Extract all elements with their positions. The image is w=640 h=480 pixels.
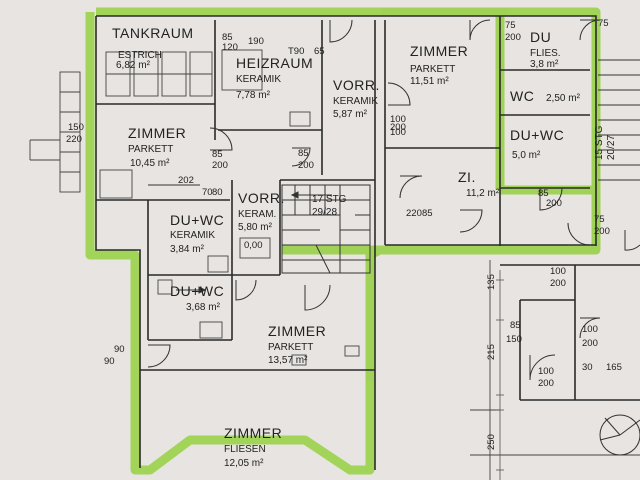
room-name: TANKRAUM (112, 25, 194, 41)
room-name: DU+WC (170, 283, 224, 299)
room-area: 6,82 m² (116, 60, 151, 71)
room-name: ZIMMER (268, 323, 326, 339)
room-area: 13,57 m² (268, 355, 308, 366)
room-name: WC (510, 88, 534, 104)
dim-label: 100 (390, 127, 406, 138)
dim-label: 200 (298, 160, 314, 171)
room-name: HEIZRAUM (236, 55, 313, 71)
dim-label: 0,00 (244, 240, 263, 251)
room-name: DU+WC (170, 212, 224, 228)
room-area: 5,0 m² (512, 150, 541, 161)
room-floor: PARKETT (410, 64, 455, 75)
dim-label: 200 (212, 160, 228, 171)
dim-label: 75 (594, 214, 605, 225)
dimension-labels: 85 120 190 T90 65 75 200 75 100 150 220 … (66, 18, 622, 450)
dim-label: 200 (550, 278, 566, 289)
room-floor: KERAMIK (170, 230, 215, 241)
room-area: 2,50 m² (546, 93, 581, 104)
stair-steps: 15 STG (594, 125, 605, 160)
dim-label: 165 (606, 362, 622, 373)
stair-ratio: 29/28 (312, 207, 337, 218)
room-name: VORR. (333, 77, 380, 93)
dim-label: 150 (68, 122, 84, 133)
room-area: 10,45 m² (130, 158, 170, 169)
main-staircase (281, 184, 371, 274)
room-floor: KERAMIK (333, 96, 378, 107)
dim-label: 75 (598, 18, 609, 29)
dim-label: 220 (66, 134, 82, 145)
dim-label: 85 (222, 32, 233, 43)
wall-lines (95, 15, 640, 470)
direction-arrows (148, 184, 332, 294)
fixture-lines (29, 49, 640, 480)
room-area: 5,87 m² (333, 109, 368, 120)
room-name: DU (530, 29, 551, 45)
room-floor: KERAMIK (236, 74, 281, 85)
room-labels: TANKRAUM ESTRICH 6,82 m² HEIZRAUM KERAMI… (112, 25, 581, 469)
dim-label: 200 (505, 32, 521, 43)
dim-label: 150 (506, 334, 522, 345)
dim-label: 202 (178, 175, 194, 186)
dim-label: 100 (390, 114, 406, 125)
room-floor: KERAM. (238, 209, 276, 220)
dim-label: 200 (546, 198, 562, 209)
dim-label: 190 (248, 36, 264, 47)
dim-label: 85 (298, 148, 309, 159)
dim-label: 215 (486, 344, 497, 360)
dim-label: 250 (486, 434, 497, 450)
stair-labels: 17 STG 29/28 15 STG 20/27 (312, 125, 617, 218)
dim-label: 220 (406, 208, 422, 219)
room-name: ZI. (458, 169, 476, 185)
dim-label: 135 (486, 274, 497, 290)
room-name: VORR. (238, 190, 285, 206)
room-area: 7,78 m² (236, 90, 271, 101)
dim-label: 90 (114, 344, 125, 355)
room-name: ZIMMER (128, 125, 186, 141)
stair-steps: 17 STG (312, 194, 347, 205)
room-name: DU+WC (510, 127, 564, 143)
room-area: 5,80 m² (238, 222, 273, 233)
dim-label: 200 (594, 226, 610, 237)
dim-label: T90 (288, 46, 304, 57)
room-floor: PARKETT (268, 342, 313, 353)
dim-label: 75 (505, 20, 516, 31)
room-area: 3,8 m² (530, 59, 559, 70)
dim-label: 85 (422, 208, 433, 219)
dimension-lines (496, 270, 504, 480)
stair-ratio: 20/27 (606, 135, 617, 160)
dim-label: 85 (538, 188, 549, 199)
room-name: ZIMMER (224, 425, 282, 441)
dim-label: 200 (538, 378, 554, 389)
room-name: ZIMMER (410, 43, 468, 59)
room-area: 11,51 m² (410, 76, 449, 87)
room-floor: FLIESEN (224, 444, 266, 455)
dim-label: 30 (582, 362, 593, 373)
room-floor: PARKETT (128, 144, 173, 155)
room-area: 3,68 m² (186, 302, 221, 313)
dim-label: 120 (222, 42, 238, 53)
room-floor: FLIES. (530, 48, 561, 59)
right-staircase (598, 59, 640, 456)
dim-label: 90 (104, 356, 115, 367)
room-area: 12,05 m² (224, 458, 264, 469)
dim-label: 100 (550, 266, 566, 277)
dim-label: 85 (510, 320, 521, 331)
dim-label: 85 (212, 149, 223, 160)
dim-label: 200 (582, 338, 598, 349)
room-area: 3,84 m² (170, 244, 205, 255)
dim-label: 65 (314, 46, 325, 57)
dim-label: 200 (390, 122, 406, 133)
dim-label: 100 (582, 324, 598, 335)
door-swings (147, 19, 640, 381)
room-floor: ESTRICH (118, 50, 162, 61)
dim-label: 80 (212, 187, 223, 198)
room-area: 11,2 m² (466, 188, 500, 199)
dim-label: 100 (538, 366, 554, 377)
dim-label: 70 (202, 187, 213, 198)
